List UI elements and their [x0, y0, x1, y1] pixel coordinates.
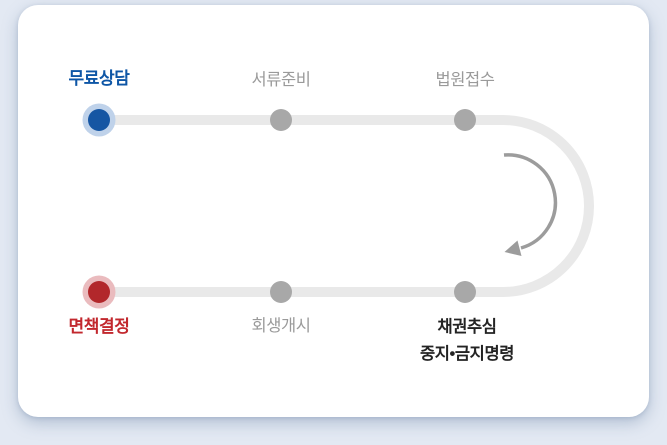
- step-label-collection-order-line1: 채권추심: [437, 318, 497, 336]
- step-dot-document-prep: [270, 109, 292, 131]
- step-dot-free-consult: [88, 109, 110, 131]
- u-turn-arrow-arc-icon: [503, 153, 558, 250]
- step-label-document-prep: 서류준비: [251, 71, 311, 89]
- step-dot-discharge: [88, 281, 110, 303]
- step-label-free-consult: 무료상담: [68, 69, 130, 88]
- step-dot-collection-order: [454, 281, 476, 303]
- step-label-rehab-start: 회생개시: [251, 317, 311, 335]
- step-label-discharge: 면책결정: [68, 317, 130, 336]
- step-label-court-filing: 법원접수: [435, 71, 495, 89]
- process-card: [18, 5, 649, 417]
- process-track-line: [94, 115, 594, 297]
- step-dot-court-filing: [454, 109, 476, 131]
- step-label-collection-order-line2: 중지•금지명령: [419, 344, 515, 363]
- u-turn-arrow-head-icon: [504, 240, 522, 256]
- step-label-collection-order: 채권추심 중지•금지명령: [420, 314, 514, 367]
- step-dot-rehab-start: [270, 281, 292, 303]
